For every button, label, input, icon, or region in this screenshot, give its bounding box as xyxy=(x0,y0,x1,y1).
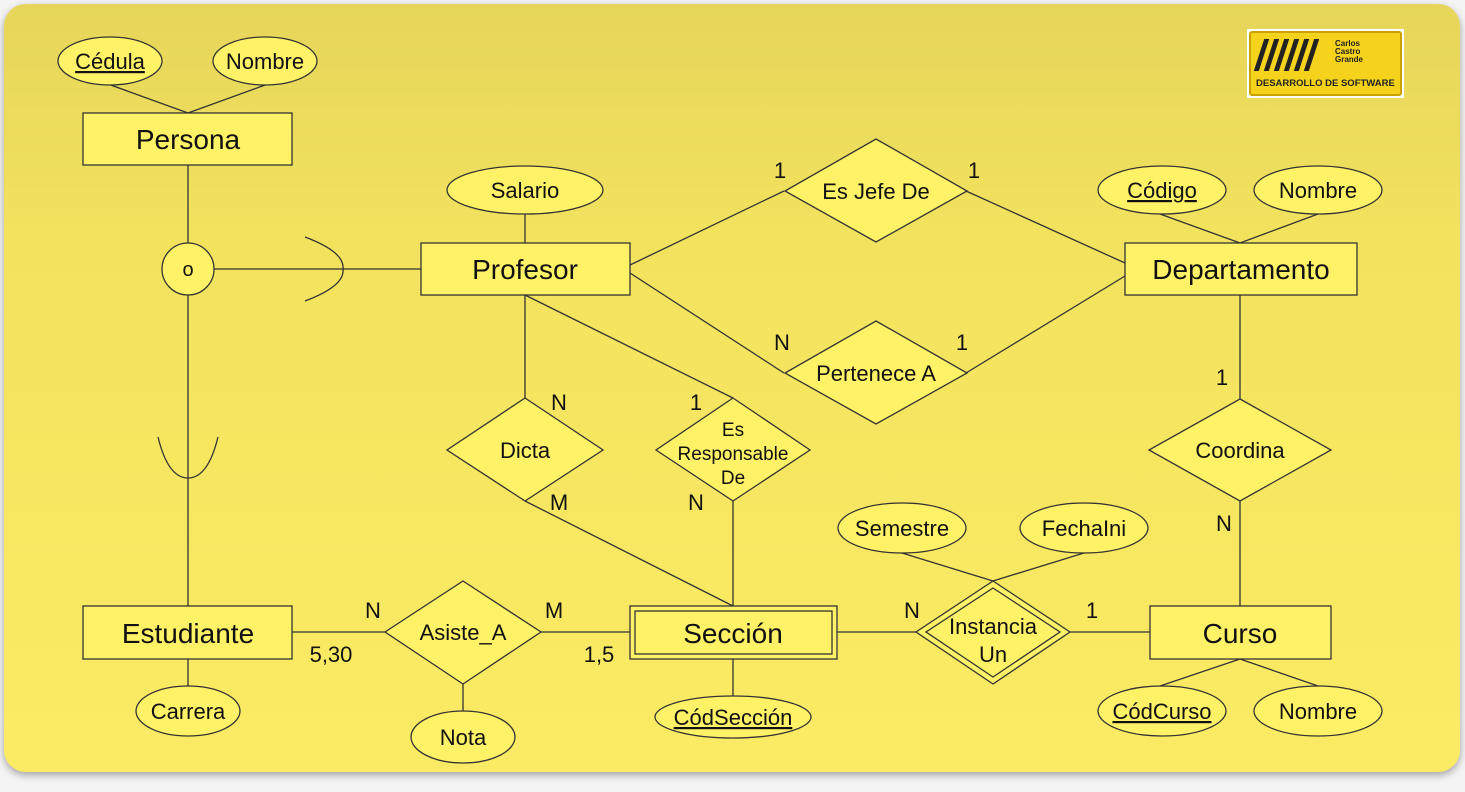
attribute-codcurso-label: CódCurso xyxy=(1112,699,1211,724)
card-pertenece-departamento: 1 xyxy=(956,330,968,355)
attribute-codseccion: CódSección xyxy=(654,695,812,739)
entity-profesor-label: Profesor xyxy=(472,254,578,285)
relationship-es-jefe-de: Es Jefe De xyxy=(783,138,969,243)
relationship-instancia-un-line2: Un xyxy=(979,642,1007,667)
logo-subtitle: DESARROLLO DE SOFTWARE xyxy=(1256,78,1395,89)
er-diagram: Persona Profesor Departamento Estudiante… xyxy=(57,36,1383,764)
relationship-dicta-label: Dicta xyxy=(500,438,551,463)
attribute-persona-nombre: Nombre xyxy=(212,36,318,86)
card-asiste-estudiante: N xyxy=(365,598,381,623)
card-jefe-departamento: 1 xyxy=(968,158,980,183)
identifying-relationship-instancia-un: Instancia Un xyxy=(914,580,1072,685)
card-dicta-profesor: N xyxy=(551,390,567,415)
entity-seccion-label: Sección xyxy=(683,618,783,649)
attribute-salario: Salario xyxy=(446,165,604,215)
entity-departamento: Departamento xyxy=(1124,242,1358,296)
card-asiste-seccion-range: 1,5 xyxy=(584,642,615,667)
entity-estudiante: Estudiante xyxy=(82,605,293,660)
attribute-cedula-label: Cédula xyxy=(75,49,145,74)
relationship-es-jefe-de-label: Es Jefe De xyxy=(822,179,930,204)
card-responsable-profesor: 1 xyxy=(690,390,702,415)
specialization-circle: o xyxy=(161,242,215,296)
card-asiste-seccion: M xyxy=(545,598,563,623)
entity-profesor: Profesor xyxy=(420,242,631,296)
logo-name: Carlos Castro Grande xyxy=(1335,39,1364,64)
weak-entity-seccion: Sección xyxy=(629,605,838,660)
relationship-coordina: Coordina xyxy=(1147,398,1333,502)
attribute-departamento-nombre-label: Nombre xyxy=(1279,178,1357,203)
attribute-curso-nombre: Nombre xyxy=(1253,685,1383,737)
entity-departamento-label: Departamento xyxy=(1152,254,1329,285)
attribute-nota-label: Nota xyxy=(440,725,487,750)
specialization-circle-label: o xyxy=(182,259,193,281)
entity-persona: Persona xyxy=(82,112,293,166)
attribute-departamento-nombre: Nombre xyxy=(1253,165,1383,215)
attribute-carrera-label: Carrera xyxy=(151,699,226,724)
relationship-es-responsable-de-line1: Es xyxy=(722,420,744,441)
attribute-semestre-label: Semestre xyxy=(855,516,949,541)
entity-estudiante-label: Estudiante xyxy=(122,618,254,649)
card-asiste-estudiante-range: 5,30 xyxy=(310,642,353,667)
attribute-carrera: Carrera xyxy=(135,685,241,737)
card-pertenece-profesor: N xyxy=(774,330,790,355)
relationship-asiste-a: Asiste_A xyxy=(383,580,543,685)
card-instancia-seccion: N xyxy=(904,598,920,623)
relationship-instancia-un-line1: Instancia xyxy=(949,614,1038,639)
relationship-asiste-a-label: Asiste_A xyxy=(420,620,507,645)
relationship-dicta: Dicta xyxy=(445,397,605,502)
diagram-canvas: Persona Profesor Departamento Estudiante… xyxy=(4,4,1460,772)
card-responsable-seccion: N xyxy=(688,490,704,515)
card-jefe-profesor: 1 xyxy=(774,158,786,183)
relationship-es-responsable-de: Es Responsable De xyxy=(654,397,812,502)
card-instancia-curso: 1 xyxy=(1086,598,1098,623)
entity-curso-label: Curso xyxy=(1203,618,1278,649)
attribute-codigo: Código xyxy=(1097,165,1227,215)
attribute-nota: Nota xyxy=(410,710,516,764)
relationship-es-responsable-de-line2: Responsable xyxy=(678,444,789,465)
connector-lines xyxy=(107,83,1319,711)
card-coordina-curso: N xyxy=(1216,511,1232,536)
card-dicta-seccion: M xyxy=(550,490,568,515)
attribute-fechaini: FechaIni xyxy=(1019,502,1149,554)
attribute-curso-nombre-label: Nombre xyxy=(1279,699,1357,724)
attribute-cedula: Cédula xyxy=(57,36,163,86)
attribute-codigo-label: Código xyxy=(1127,178,1197,203)
logo-stripes-icon xyxy=(1253,39,1320,76)
entity-persona-label: Persona xyxy=(136,124,241,155)
attribute-persona-nombre-label: Nombre xyxy=(226,49,304,74)
attribute-fechaini-label: FechaIni xyxy=(1042,516,1126,541)
attribute-semestre: Semestre xyxy=(837,502,967,554)
logo-badge: Carlos Castro Grande DESARROLLO DE SOFTW… xyxy=(1249,31,1402,96)
relationship-coordina-label: Coordina xyxy=(1195,438,1285,463)
company-logo: Carlos Castro Grande DESARROLLO DE SOFTW… xyxy=(1247,29,1404,98)
card-coordina-departamento: 1 xyxy=(1216,365,1228,390)
entity-curso: Curso xyxy=(1149,605,1332,660)
attribute-codseccion-label: CódSección xyxy=(674,705,793,730)
relationship-es-responsable-de-line3: De xyxy=(721,468,745,489)
cardinality-labels: 1 1 N 1 N M 1 N 1 N N 5,30 M 1,5 N 1 xyxy=(310,158,1232,667)
relationship-pertenece-a-label: Pertenece A xyxy=(816,361,936,386)
attribute-salario-label: Salario xyxy=(491,178,559,203)
relationship-pertenece-a: Pertenece A xyxy=(783,320,969,425)
attribute-codcurso: CódCurso xyxy=(1097,685,1227,737)
